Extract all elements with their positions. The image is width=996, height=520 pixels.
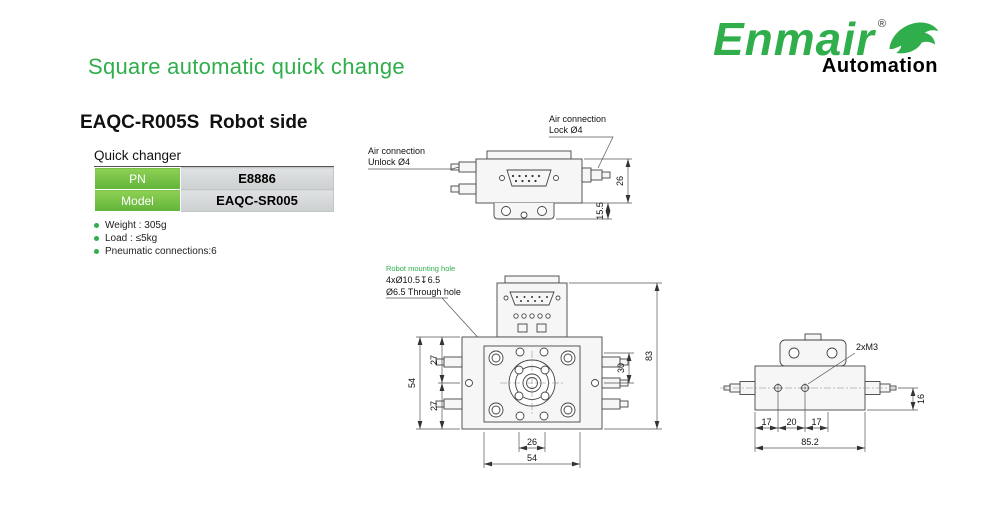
unlock-label-line2: Unlock Ø4 — [368, 157, 410, 167]
registered-trademark: ® — [877, 18, 886, 30]
model-value: EAQC-SR005 — [180, 189, 334, 212]
dim-26-bottom: 26 — [518, 432, 546, 452]
lock-label-line2: Lock Ø4 — [549, 125, 583, 135]
spec-item-pneumatic: Pneumatic connections:6 — [94, 245, 334, 258]
dim-30-right: 30 — [604, 352, 634, 384]
spec-list: Weight : 305g Load : ≤5kg Pneumatic conn… — [94, 219, 334, 258]
end-view-drawing: 2xM3 17 20 17 85.2 16 — [720, 333, 926, 452]
connector-pins — [516, 296, 548, 302]
lock-label-line1: Air connection — [549, 114, 606, 124]
table-row-pn: PN E8886 — [94, 167, 334, 190]
page-title: Square automatic quick change — [88, 54, 405, 79]
dim-27-top-text: 27 — [429, 355, 439, 365]
quick-changer-panel: Quick changer PN E8886 Model EAQC-SR005 … — [94, 148, 334, 258]
lock-air-label: Air connection Lock Ø4 — [549, 114, 614, 169]
dim-83-text: 83 — [644, 351, 654, 361]
dim-27-bottom-text: 27 — [429, 401, 439, 411]
table-row-model: Model EAQC-SR005 — [94, 189, 334, 212]
dim-30-text: 30 — [616, 363, 626, 373]
brand-subtitle: Automation — [821, 55, 938, 77]
dim-17-right-text: 17 — [811, 417, 821, 427]
dim-20-text: 20 — [786, 417, 796, 427]
dim-27-bottom: 27 — [429, 383, 445, 429]
spec-text: Pneumatic connections:6 — [105, 246, 217, 257]
dim-54-left: 54 — [407, 336, 460, 430]
bullet-icon — [94, 249, 99, 254]
dim-54-bottom-text: 54 — [527, 453, 537, 463]
product-heading: EAQC-R005S Robot side — [80, 112, 318, 134]
dim-54-left-text: 54 — [407, 378, 417, 388]
dim-15-5-text: 15.5 — [595, 202, 605, 220]
dim-16: 16 — [867, 387, 926, 411]
connector-profile — [496, 275, 568, 338]
dim-26-bottom-text: 26 — [527, 437, 537, 447]
dim-83-right: 83 — [569, 282, 662, 430]
table-caption: Quick changer — [94, 148, 334, 167]
thread-note: 2xM3 — [807, 342, 878, 385]
m3-hole-crosshairs — [773, 383, 810, 393]
dim-17-left-text: 17 — [761, 417, 771, 427]
pn-value: E8886 — [180, 167, 334, 190]
spec-text: Load : ≤5kg — [105, 233, 158, 244]
unlock-label-line1: Air connection — [368, 146, 425, 156]
bullet-icon — [94, 223, 99, 228]
product-code: EAQC-R005S — [80, 112, 200, 133]
pn-label: PN — [94, 167, 181, 190]
counterbore-note: 4xØ10.5↧6.5 — [386, 275, 440, 285]
dim-26-text: 26 — [615, 176, 625, 186]
quick-changer-side-body — [450, 150, 611, 220]
dim-16-text: 16 — [916, 394, 926, 404]
spec-item-load: Load : ≤5kg — [94, 232, 334, 245]
brand-logo: Enmair ® Automation — [640, 16, 940, 78]
product-side-label: Robot side — [209, 112, 308, 133]
unlock-air-label: Air connection Unlock Ø4 — [368, 146, 460, 170]
dolphin-icon — [889, 22, 939, 54]
dsub-pins — [511, 174, 541, 183]
model-label: Model — [94, 189, 181, 212]
bullet-icon — [94, 236, 99, 241]
dim-chain-17-20-17: 17 20 17 — [754, 393, 829, 452]
side-view-drawing: Air connection Unlock Ø4 Air connection … — [368, 114, 632, 220]
front-view-drawing: Robot mounting hole 4xØ10.5↧6.5 Ø6.5 Thr… — [386, 264, 662, 468]
quick-changer-table: PN E8886 Model EAQC-SR005 — [94, 167, 334, 212]
through-hole-note: Ø6.5 Through hole — [386, 287, 461, 297]
spec-item-weight: Weight : 305g — [94, 219, 334, 232]
brand-name: Enmair — [712, 13, 875, 65]
dim-85-2-text: 85.2 — [801, 437, 819, 447]
dim-26: 26 — [558, 158, 632, 204]
dim-54-bottom: 54 — [483, 432, 581, 468]
spec-text: Weight : 305g — [105, 220, 167, 231]
thread-note-text: 2xM3 — [856, 342, 878, 352]
dim-85-2: 85.2 — [755, 412, 866, 452]
mounting-hole-note-title: Robot mounting hole — [386, 264, 455, 273]
dim-15-5: 15.5 — [556, 202, 612, 220]
